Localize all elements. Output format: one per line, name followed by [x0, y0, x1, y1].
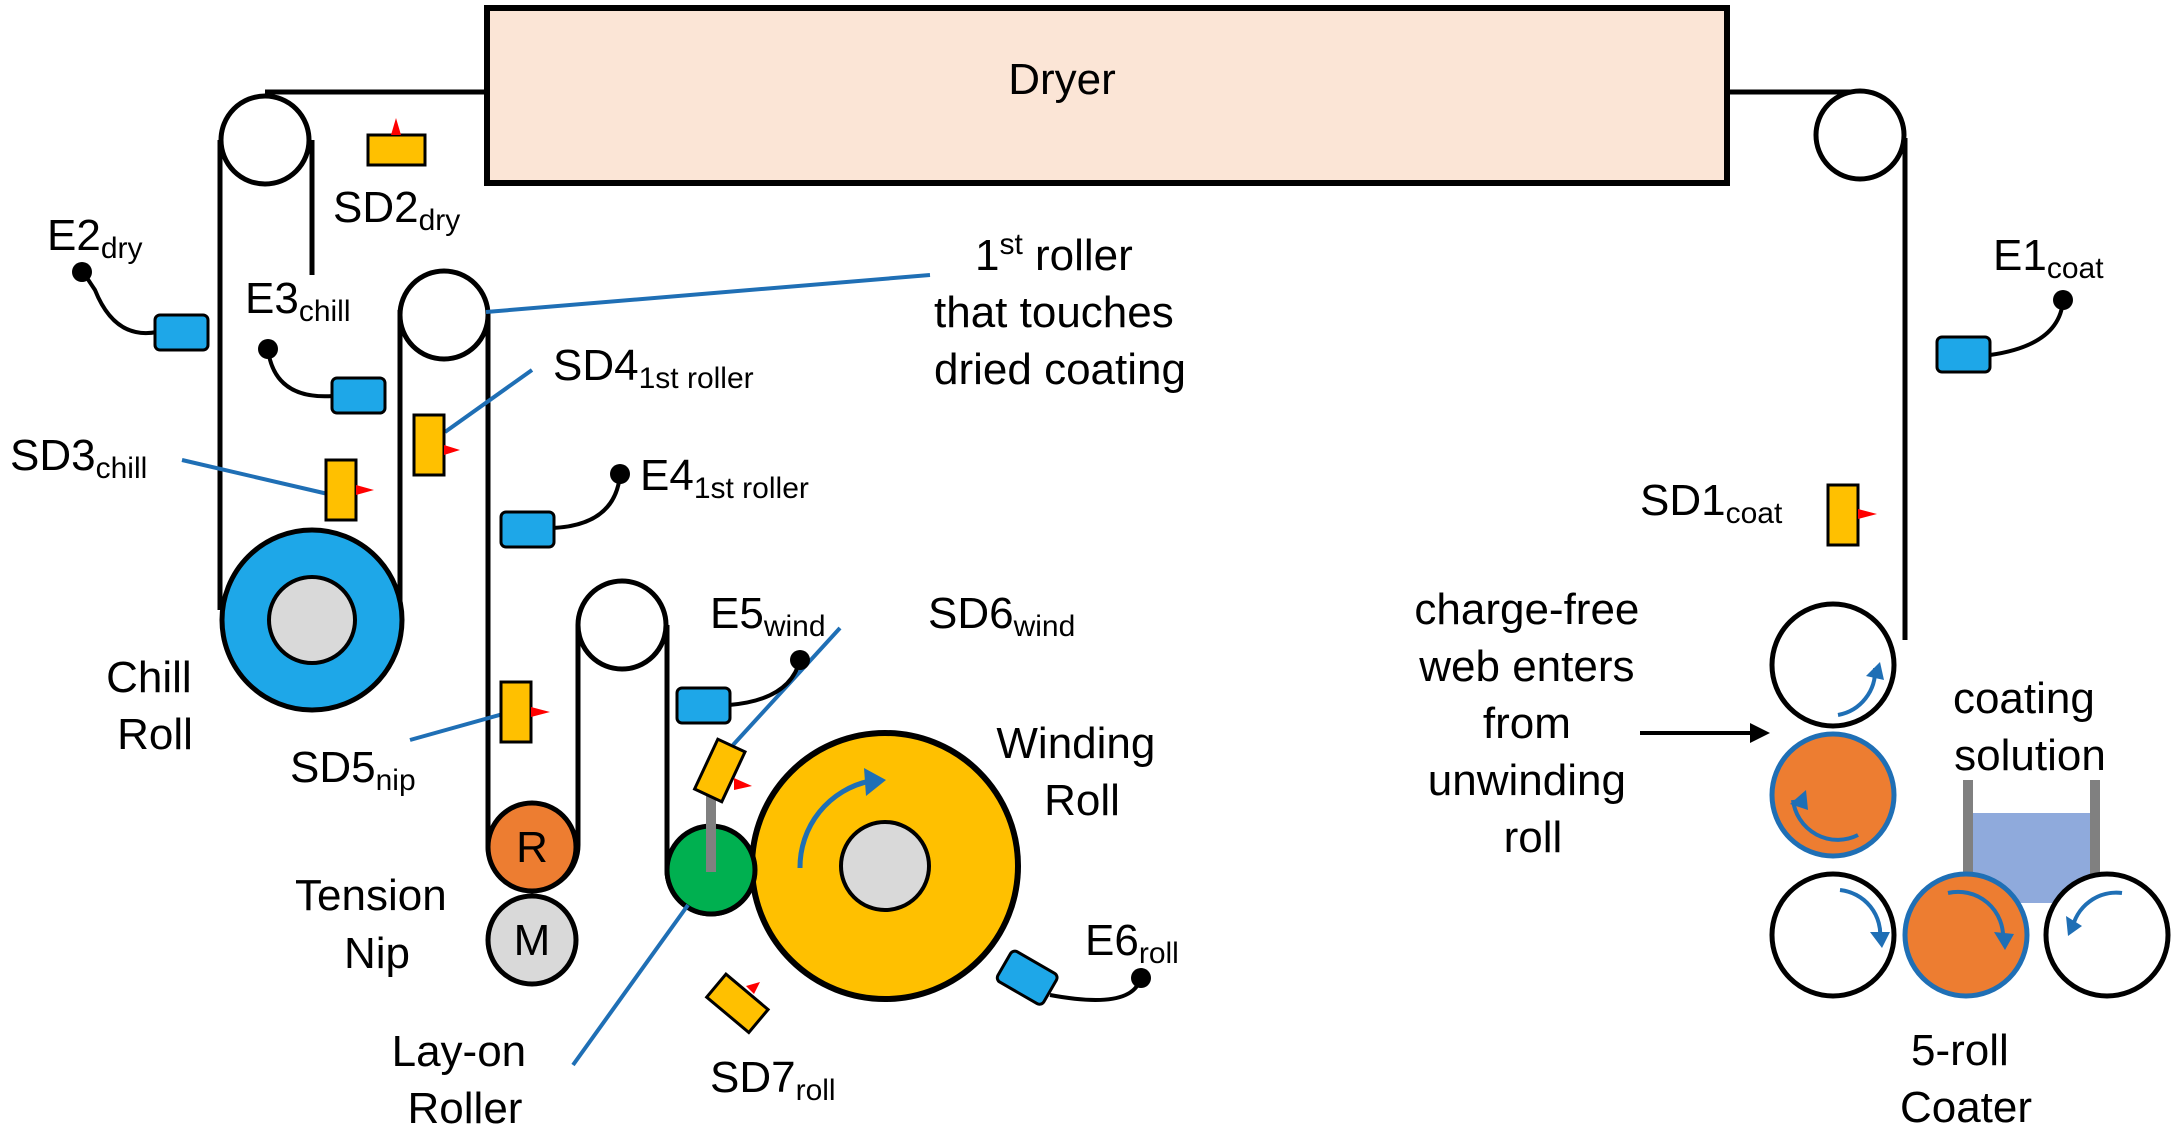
sd3-label: SD3chill	[10, 431, 147, 485]
sd6-detector	[692, 737, 752, 804]
sd4-detector	[412, 413, 460, 477]
coater-roll-lower-left	[1769, 871, 1897, 999]
e3-label: E3chill	[245, 274, 351, 328]
coater-rollers	[1769, 601, 2171, 999]
electrodes	[72, 262, 2073, 1006]
lay-on-roller-label: Lay-on Roller	[392, 1027, 539, 1133]
sd5-label: SD5nip	[290, 743, 416, 797]
e6-label: E6roll	[1085, 916, 1179, 970]
coater-roll-top	[1769, 601, 1897, 729]
winding-roll-core	[839, 820, 931, 912]
coater-roll-lower-middle	[1902, 871, 2030, 999]
chill-roll-label: Chill Roll	[106, 653, 204, 759]
sd2-detector	[366, 118, 427, 167]
sd7-label: SD7roll	[710, 1053, 836, 1107]
charge-free-label: charge-free web enters from unwinding ro…	[1414, 585, 1651, 862]
first-roller-label: 1st roller that touches dried coating	[934, 228, 1186, 394]
e3-electrode	[258, 339, 387, 415]
first-roller	[397, 268, 491, 362]
leader-lines	[181, 273, 931, 1067]
top-left-roller	[218, 93, 312, 187]
winding-rotation-arrow	[797, 778, 871, 869]
e5-label: E5wind	[710, 589, 826, 643]
guide-rollers	[218, 88, 1907, 672]
static-detectors	[324, 118, 1877, 1035]
e2-label: E2dry	[47, 211, 143, 265]
winding-roll-label: Winding Roll	[996, 719, 1167, 825]
dryer-label: Dryer	[1008, 55, 1116, 104]
nip-roller-r-label: R	[516, 823, 548, 872]
e2-electrode	[72, 262, 210, 352]
e5-electrode	[675, 650, 810, 725]
chill-roll-core	[267, 575, 357, 665]
coater-label: 5-roll Coater	[1900, 1026, 2032, 1132]
nip-roller-m	[485, 893, 579, 987]
e4-electrode	[499, 464, 630, 549]
sd3-detector	[324, 458, 374, 522]
coater-roll-lower-right	[2043, 871, 2171, 999]
nip-roller-r	[485, 800, 579, 894]
e1-label: E1coat	[1993, 231, 2104, 285]
top-right-roller	[1813, 88, 1907, 182]
sd5-detector	[499, 680, 550, 744]
sd2-label: SD2dry	[333, 183, 460, 237]
coating-solution-label: coating solution	[1953, 674, 2107, 780]
nip-roller-m-label: M	[514, 916, 551, 965]
sd1-label: SD1coat	[1640, 476, 1783, 530]
e1-electrode	[1935, 290, 2073, 374]
tension-guide-roller	[575, 578, 669, 672]
sd6-label: SD6wind	[928, 589, 1075, 643]
e4-label: E41st roller	[640, 451, 809, 505]
dryer-box	[484, 5, 1730, 186]
e6-electrode	[995, 949, 1151, 1006]
sd4-label: SD41st roller	[553, 341, 754, 395]
sd7-detector	[704, 972, 771, 1035]
tension-nip-label: Tension Nip	[295, 871, 459, 978]
sd1-detector	[1826, 483, 1877, 547]
